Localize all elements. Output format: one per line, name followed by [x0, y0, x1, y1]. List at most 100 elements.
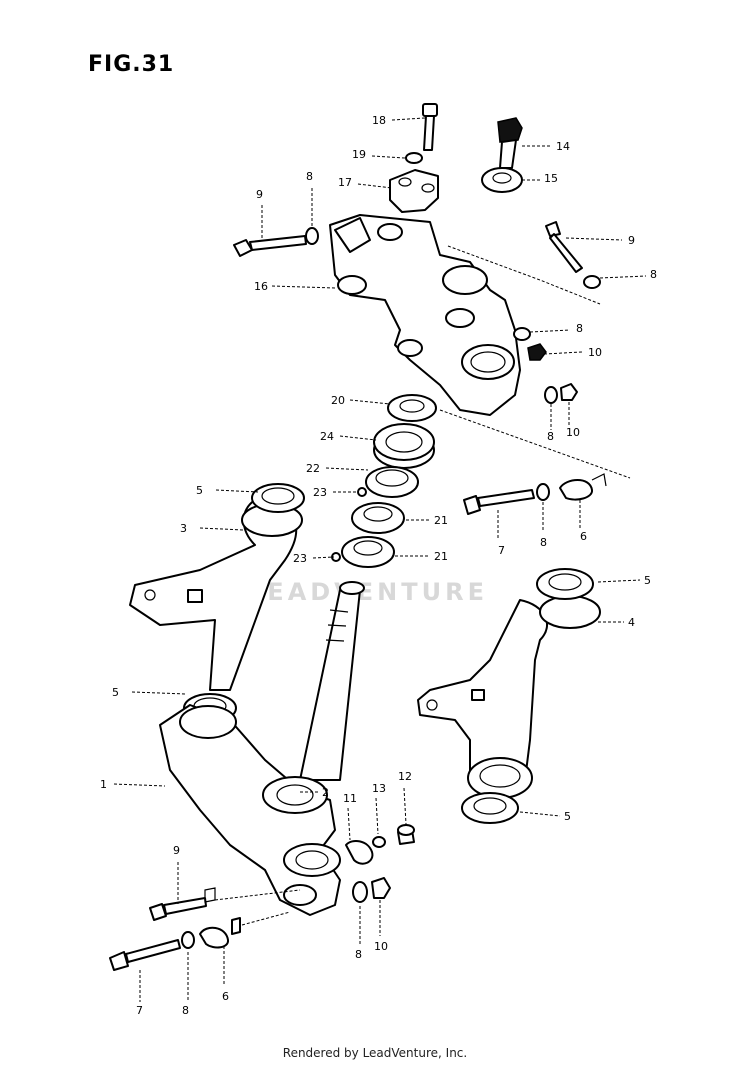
- bush-part: [536, 568, 594, 600]
- callout-label: 1: [100, 778, 107, 791]
- callout-leader-line: [131, 691, 187, 695]
- callout-label: 22: [306, 462, 320, 475]
- washer-part: [513, 327, 531, 341]
- watermark: LEADVENTURE: [248, 578, 488, 606]
- stem-nut-part: [387, 394, 437, 422]
- nut-part: [371, 877, 391, 899]
- clamp-cap-part: [389, 169, 439, 213]
- rubber-washer-part: [481, 167, 523, 193]
- clip-part: [199, 926, 229, 949]
- bush-part: [251, 483, 305, 513]
- headlight-bracket-part: [417, 595, 601, 799]
- callout-leader-line: [113, 783, 166, 787]
- bearing-race-part: [365, 466, 419, 498]
- callout-leader-line: [349, 399, 391, 405]
- clip-part: [559, 479, 593, 501]
- lower-bracket-part: [159, 704, 341, 916]
- callout-leader-line: [199, 527, 245, 531]
- callout-label: 5: [112, 686, 119, 699]
- callout-label: 3: [180, 522, 187, 535]
- callout-leader-line: [371, 155, 406, 159]
- washer-part: [583, 275, 601, 289]
- callout-leader-line: [357, 183, 393, 189]
- callout-label: 4: [628, 616, 635, 629]
- upper-bracket-part: [329, 214, 521, 416]
- bush-part: [461, 792, 519, 824]
- callout-leader-line: [403, 787, 407, 825]
- bolt-part: [497, 117, 523, 169]
- callout-label: 5: [644, 574, 651, 587]
- nut-part: [560, 383, 578, 401]
- steering-stem-part: [299, 581, 365, 781]
- callout-label: 7: [498, 544, 505, 557]
- figure-title: FIG.31: [88, 52, 175, 77]
- callout-label: 24: [320, 430, 334, 443]
- washer-part: [536, 483, 550, 501]
- bolt-part: [463, 489, 535, 515]
- callout-label: 12: [398, 770, 412, 783]
- callout-leader-line: [325, 467, 369, 471]
- callout-label: 8: [650, 268, 657, 281]
- callout-label: 9: [628, 234, 635, 247]
- callout-label: 11: [343, 792, 357, 805]
- callout-label: 6: [580, 530, 587, 543]
- bolt-part: [149, 897, 207, 921]
- callout-label: 10: [566, 426, 580, 439]
- callout-label: 8: [547, 430, 554, 443]
- callout-label: 21: [434, 514, 448, 527]
- callout-leader-line: [215, 489, 259, 493]
- callout-leader-line: [391, 117, 426, 121]
- bolt-part: [109, 939, 181, 971]
- bearing-part: [341, 536, 395, 568]
- washer-part: [181, 931, 195, 949]
- callout-label: 10: [374, 940, 388, 953]
- callout-label: 9: [256, 188, 263, 201]
- callout-label: 17: [338, 176, 352, 189]
- callout-leader-line: [543, 351, 583, 355]
- callout-label: 5: [196, 484, 203, 497]
- callout-label: 8: [576, 322, 583, 335]
- dust-seal-part: [373, 423, 435, 469]
- callout-label: 23: [293, 552, 307, 565]
- callout-label: 15: [544, 172, 558, 185]
- callout-label: 14: [556, 140, 570, 153]
- bolt-part: [545, 221, 583, 273]
- callout-leaders: [113, 117, 647, 1002]
- callout-label: 7: [136, 1004, 143, 1017]
- callout-label: 18: [372, 114, 386, 127]
- callout-label: 8: [306, 170, 313, 183]
- washer-part: [372, 836, 386, 848]
- callout-label: 21: [434, 550, 448, 563]
- callout-label: 23: [313, 486, 327, 499]
- callout-leader-line: [519, 811, 561, 817]
- callout-label: 16: [254, 280, 268, 293]
- callout-label: 13: [372, 782, 386, 795]
- bolt-part: [422, 103, 438, 151]
- washer-part: [352, 881, 368, 903]
- washer-part: [305, 227, 319, 245]
- callout-leader-line: [312, 556, 335, 559]
- bearing-part: [351, 502, 405, 534]
- callout-label: 8: [540, 536, 547, 549]
- headlight-bracket-part: [129, 499, 303, 691]
- callout-leader-line: [339, 435, 377, 441]
- callout-label: 8: [355, 948, 362, 961]
- nut-part: [527, 343, 547, 361]
- washer-part: [405, 152, 423, 164]
- callout-label: 19: [352, 148, 366, 161]
- callout-label: 6: [222, 990, 229, 1003]
- clip-part: [345, 839, 374, 865]
- washer-part: [544, 386, 558, 404]
- callout-leader-line: [347, 807, 351, 841]
- callout-leader-line: [565, 237, 623, 241]
- callout-label: 8: [182, 1004, 189, 1017]
- callout-label: 2: [322, 786, 329, 799]
- callout-leader-line: [375, 797, 379, 835]
- callout-label: 20: [331, 394, 345, 407]
- callout-label: 10: [588, 346, 602, 359]
- callout-leader-line: [529, 329, 571, 333]
- callout-leader-line: [599, 275, 647, 279]
- callout-leader-line: [597, 579, 641, 583]
